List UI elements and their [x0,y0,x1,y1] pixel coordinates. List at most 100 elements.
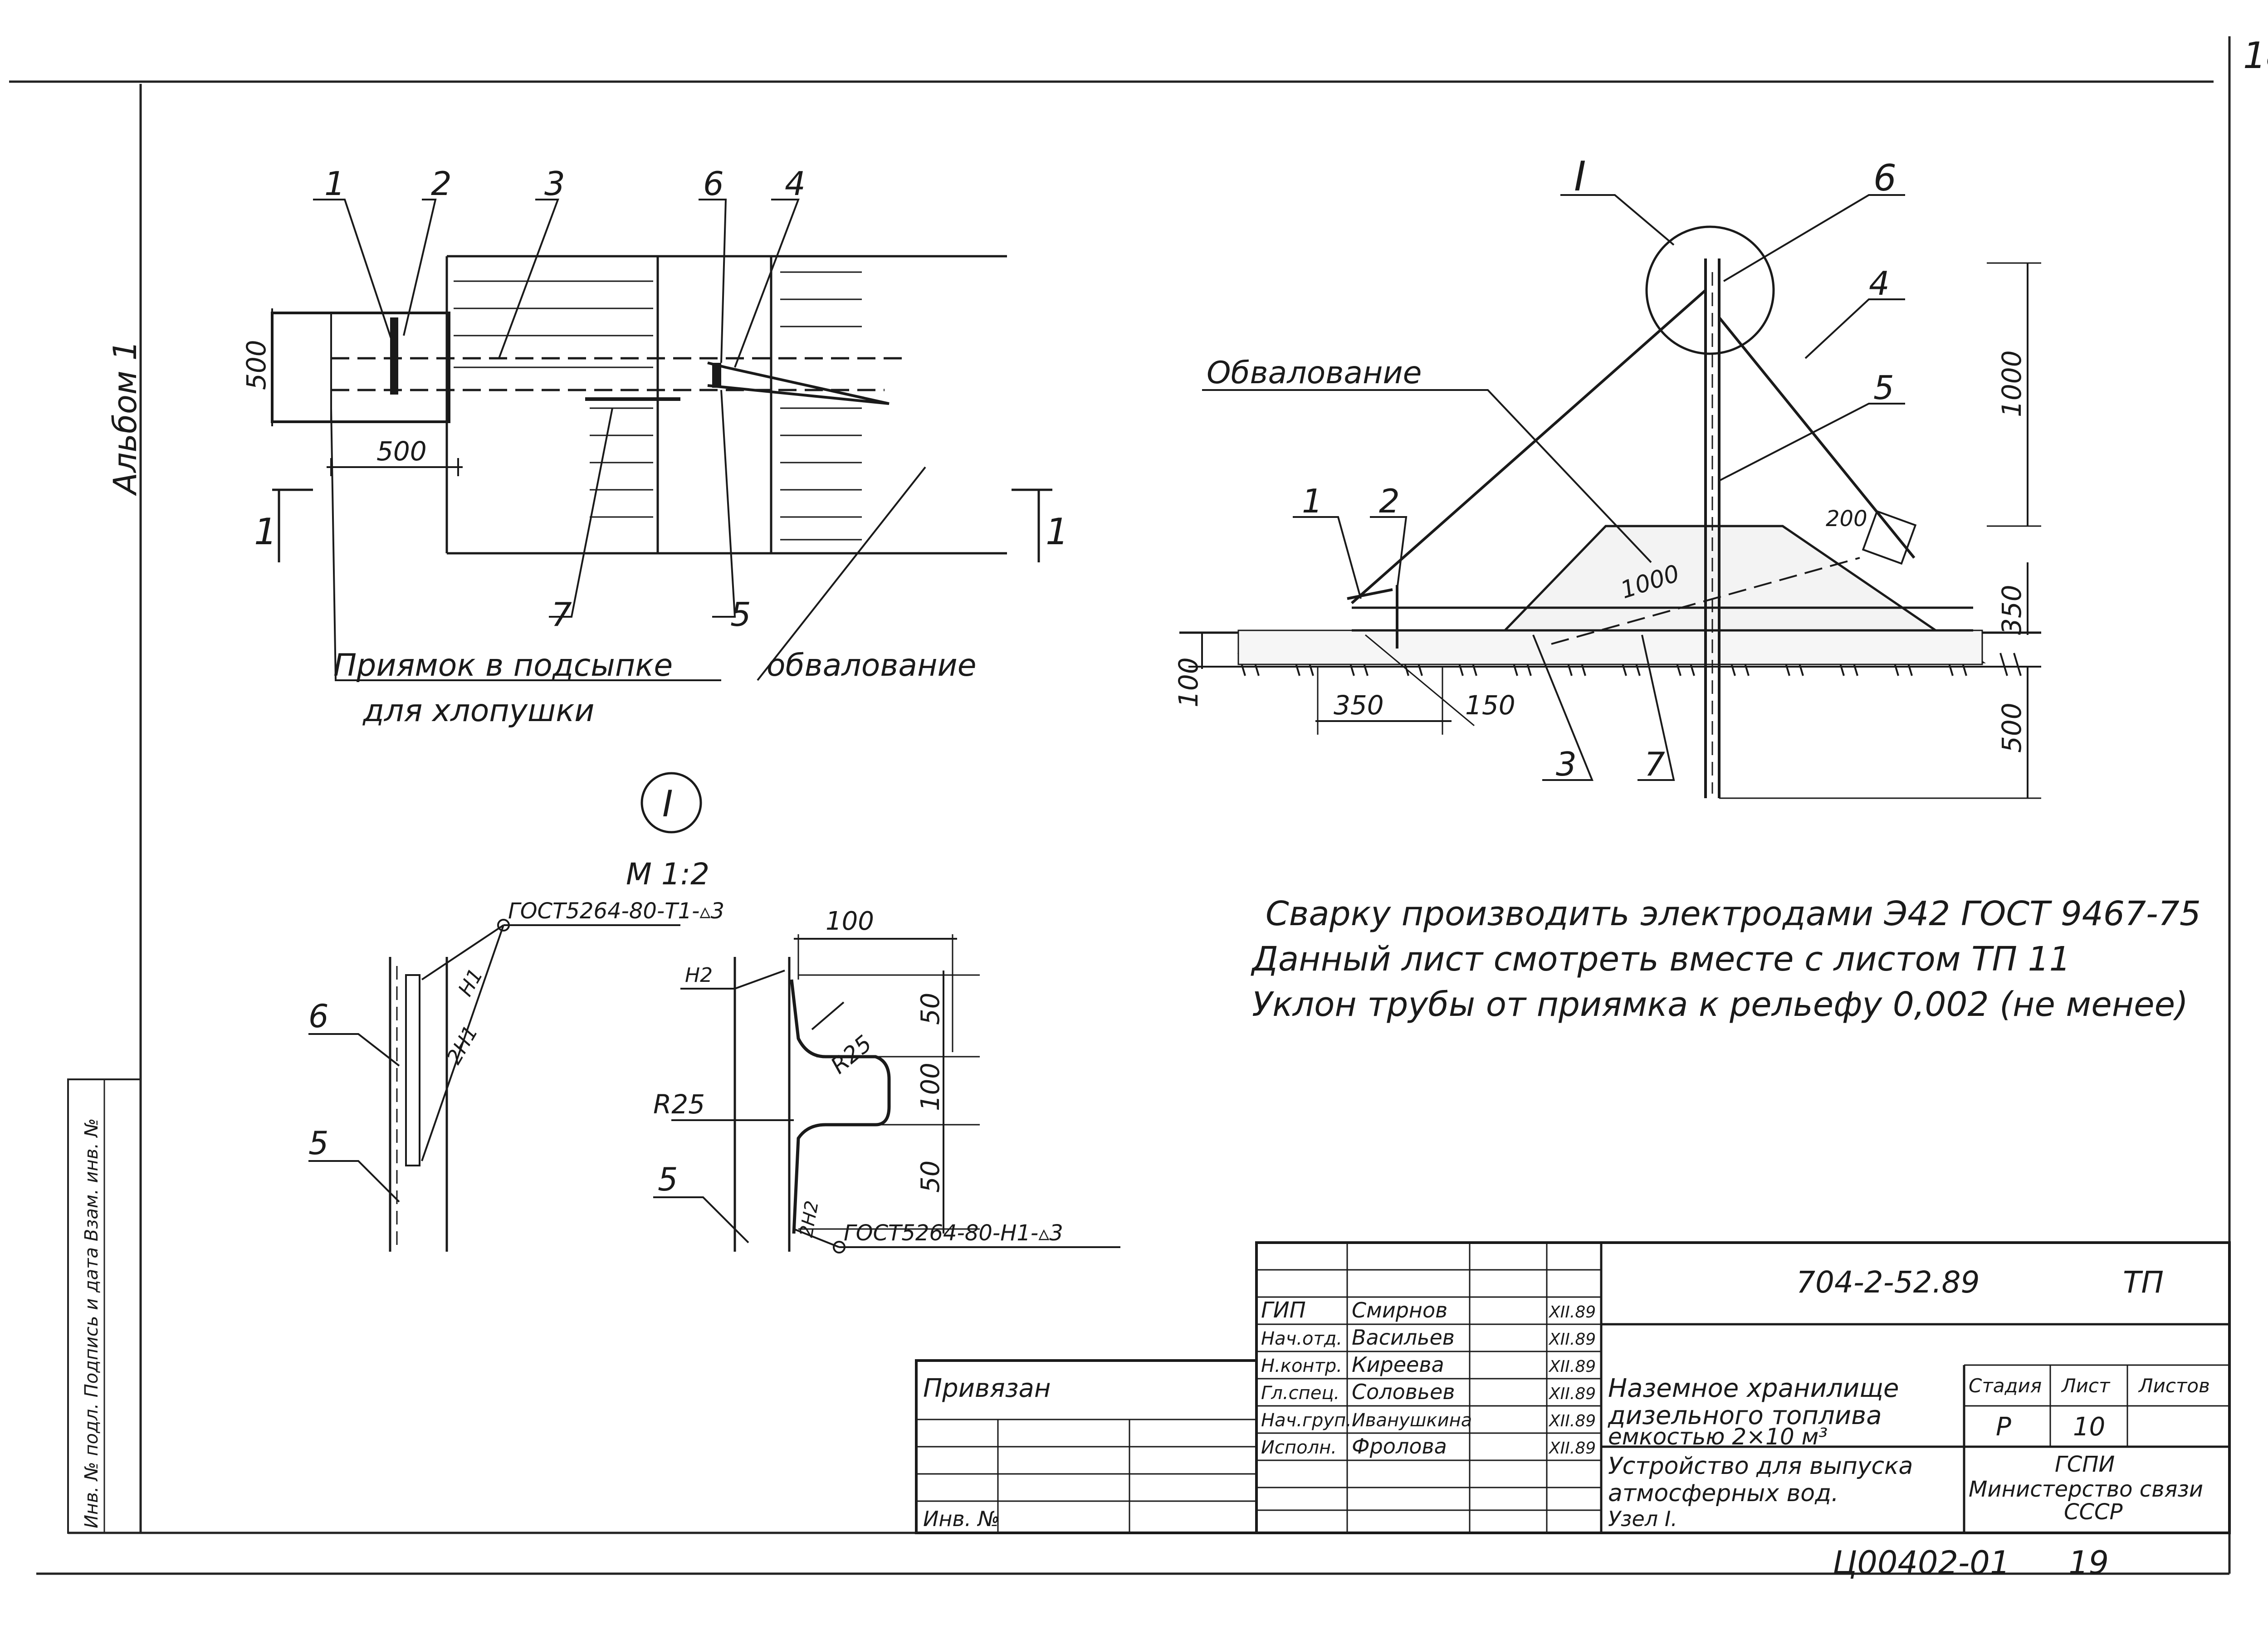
section-dim-150-h: 150 [1465,690,1515,721]
name-2: Киреева [1352,1352,1444,1377]
project-line-1: Наземное хранилище [1608,1374,1899,1403]
date-5: XII.89 [1548,1439,1596,1458]
detail-callout-5-left: 5 [308,1125,329,1162]
plan-dim-500-h: 500 [376,436,427,467]
plan-dim-500-v: 500 [241,340,272,390]
project-line-3: емкостью 2×10 м³ [1608,1424,1828,1450]
detail-callout-5-right: 5 [658,1161,678,1198]
plan-callout-1: 1 [324,165,345,203]
side-stamp-text: Инв. № подл. Подпись и дата Взам. инв. № [81,1118,102,1528]
pit-label-1: Приямок в подсыпке [333,648,673,683]
plan-callout-6: 6 [703,165,724,203]
sheet-line-1: Устройство для выпуска [1608,1453,1913,1480]
name-5: Фролова [1352,1434,1447,1458]
weld-mark-N1: Н1 [454,965,488,1000]
role-0: ГИП [1261,1297,1306,1323]
section-callout-2: 2 [1379,482,1400,520]
section-callout-4: 4 [1869,264,1890,302]
detail-dim-R25-inner: R25 [826,1030,877,1079]
note-2: Данный лист смотреть вместе с листом ТП … [1251,940,2071,979]
weld-right: ГОСТ5264-80-Н1-▵3 [844,1220,1063,1246]
section-dim-1000-v: 1000 [1996,350,2027,417]
section-callout-1: 1 [1302,482,1323,520]
sheet-line-3: Узел I. [1608,1507,1677,1531]
name-4: Иванушкина [1352,1410,1472,1431]
plan-callout-7: 7 [551,595,572,634]
doc-code: 704-2-52.89 [1796,1265,1980,1300]
bound-label: Привязан [923,1374,1051,1403]
plan-callout-5: 5 [730,595,751,634]
plan-view-labels: 1 2 3 6 4 7 5 500 500 1 1 Приямок в подс… [241,165,1069,729]
date-4: XII.89 [1548,1412,1596,1430]
detail-callout-R25: R25 [653,1089,705,1120]
role-5: Исполн. [1261,1437,1337,1458]
side-stamp: Инв. № подл. Подпись и дата Взам. инв. № [68,1079,141,1533]
pit-label-2: для хлопушки [362,693,595,729]
note-3: Уклон трубы от приямка к рельефу 0,002 (… [1252,985,2188,1024]
section-view [1179,195,2041,798]
node-mark-I: I [1574,153,1586,200]
section-mark-right: 1 [1046,511,1069,553]
org-line-2: Министерство связи [1969,1477,2203,1502]
detail-dim-50-bottom: 50 [916,1161,945,1193]
weld-mark-2N1: 2Н1 [442,1022,483,1068]
detail-dim-100-top: 100 [826,907,874,936]
note-1: Сварку производить электродами Э42 ГОСТ … [1266,894,2201,933]
date-3: XII.89 [1548,1385,1596,1403]
section-view-labels: I 6 4 5 1 2 3 7 Обвалование 1000 200 100… [1173,153,2027,783]
section-dim-100-v: 100 [1173,657,1204,707]
album-label: Альбом 1 [107,341,144,496]
pit-outline [272,313,449,422]
role-4: Нач.груп. [1261,1410,1352,1431]
date-2: XII.89 [1548,1357,1596,1376]
sheet-line-2: атмосферных вод. [1608,1480,1839,1507]
sheet-frame [9,36,2229,1574]
name-1: Васильев [1352,1325,1455,1350]
name-3: Соловьев [1352,1380,1455,1404]
section-dim-350-v: 350 [1996,585,2027,635]
weld-mark-2N2: 2Н2 [796,1199,823,1239]
role-3: Гл.спец. [1261,1383,1339,1404]
role-2: Н.контр. [1261,1356,1342,1376]
date-0: XII.89 [1548,1303,1596,1322]
inv-label: Инв. № [923,1507,1000,1531]
org-line-3: СССР [2064,1499,2123,1525]
embankment-label: обвалование [767,648,977,683]
general-notes: Сварку производить электродами Э42 ГОСТ … [1251,894,2201,1024]
footer-page: 19 [2068,1544,2109,1581]
detail-callout-6: 6 [308,998,329,1035]
date-1: XII.89 [1548,1330,1596,1349]
plan-callout-4: 4 [785,165,806,203]
weld-mark-N2: Н2 [685,964,713,987]
detail-node [308,773,1120,1253]
detail-scale: М 1:2 [626,857,709,892]
hdr-stage: Стадия [1969,1375,2042,1397]
doc-type: ТП [2123,1265,2164,1300]
section-callout-6: 6 [1873,157,1897,199]
org-line-1: ГСПИ [2055,1452,2115,1477]
node-circle [1647,227,1774,354]
section-callout-5: 5 [1873,369,1894,407]
corner-number: 18 [2243,34,2268,77]
plan-callout-3: 3 [544,165,565,203]
detail-mark-I: I [662,783,673,825]
hdr-sheet: Лист [2061,1375,2111,1397]
section-callout-3: 3 [1556,745,1577,783]
footer-code: Ц00402-01 [1833,1544,2010,1581]
weld-left: ГОСТ5264-80-Т1-▵3 [508,898,724,924]
section-mark-left: 1 [254,511,277,553]
section-callout-7: 7 [1644,745,1665,783]
embankment-label-section: Обвалование [1207,355,1422,391]
role-1: Нач.отд. [1261,1328,1342,1349]
detail-dim-50-top: 50 [916,993,945,1025]
plan-view [272,200,1052,680]
section-dim-500-v: 500 [1996,702,2027,753]
detail-dim-100-mid: 100 [916,1063,945,1111]
hdr-sheets: Листов [2138,1375,2210,1397]
sheet-no-value: 10 [2073,1412,2105,1442]
section-dim-200: 200 [1826,506,1867,532]
title-block [916,1243,2229,1533]
name-0: Смирнов [1352,1298,1447,1322]
stage-value: Р [1996,1412,2011,1442]
